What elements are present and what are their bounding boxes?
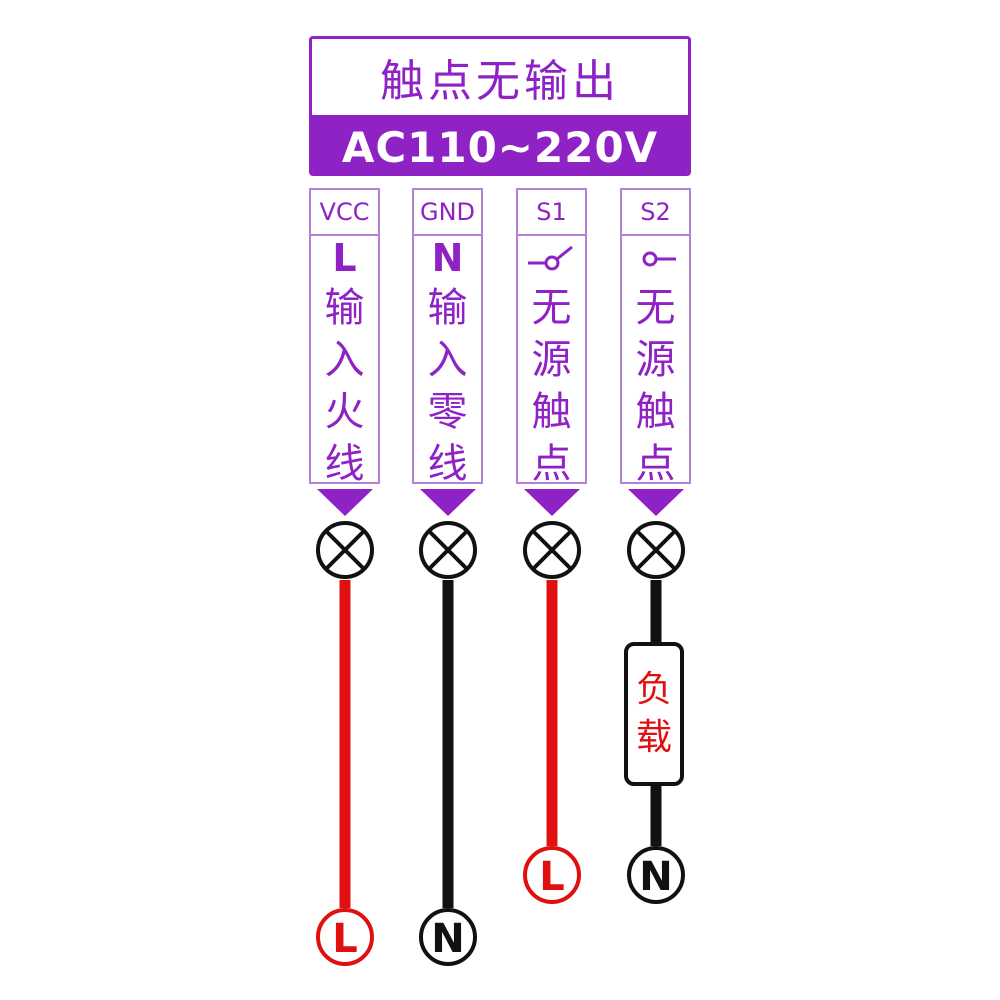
- desc-char: 源: [635, 337, 676, 383]
- desc-char: 入: [324, 337, 365, 383]
- load-box: 负 载: [624, 642, 684, 786]
- terminal-code: VCC: [311, 190, 378, 236]
- desc-char: 零: [427, 389, 468, 435]
- terminal-description: 输 入 火 线: [311, 280, 378, 490]
- header-title: 触点无输出: [312, 39, 688, 115]
- desc-char: 输: [324, 285, 365, 331]
- terminal-description: 无 源 触 点: [622, 280, 689, 490]
- end-label-ring: [523, 846, 581, 904]
- end-label-s1: L: [539, 854, 565, 900]
- desc-char: 无: [635, 285, 676, 331]
- switch-closed-icon: [518, 236, 585, 280]
- switch-open-icon: [622, 236, 689, 280]
- terminal-tag-gnd: GND N 输 入 零 线: [412, 188, 483, 487]
- terminal-code: GND: [414, 190, 481, 236]
- header-voltage: AC110~220V: [312, 115, 688, 173]
- terminal-letter: N: [431, 236, 464, 280]
- pointer-triangle: [628, 489, 684, 516]
- terminal-letter: L: [332, 236, 357, 280]
- load-char: 负: [635, 669, 672, 710]
- end-label-s2: N: [639, 854, 672, 900]
- pointer-triangle: [420, 489, 476, 516]
- desc-char: 输: [427, 285, 468, 331]
- terminal-tag-s2: S2 无 源 触 点: [620, 188, 691, 487]
- desc-char: 线: [427, 441, 468, 487]
- terminal-code: S1: [518, 190, 585, 236]
- end-label-ring: [627, 846, 685, 904]
- end-label-gnd: N: [431, 916, 464, 962]
- screw-terminal-icon: [316, 521, 374, 579]
- pointer-triangle: [317, 489, 373, 516]
- pointer-triangle: [524, 489, 580, 516]
- desc-char: 无: [531, 285, 572, 331]
- desc-char: 线: [324, 441, 365, 487]
- desc-char: 触: [635, 389, 676, 435]
- terminal-description: 输 入 零 线: [414, 280, 481, 490]
- desc-char: 源: [531, 337, 572, 383]
- desc-char: 触: [531, 389, 572, 435]
- end-label-ring: [419, 908, 477, 966]
- terminal-description: 无 源 触 点: [518, 280, 585, 490]
- desc-char: 火: [324, 389, 365, 435]
- end-label-ring: [316, 908, 374, 966]
- end-label-vcc: L: [332, 916, 358, 962]
- desc-char: 点: [531, 441, 572, 487]
- load-char: 载: [635, 717, 672, 758]
- screw-terminal-icon: [627, 521, 685, 579]
- desc-char: 点: [635, 441, 676, 487]
- header-box: 触点无输出 AC110~220V: [309, 36, 691, 176]
- terminal-code: S2: [622, 190, 689, 236]
- desc-char: 入: [427, 337, 468, 383]
- screw-terminal-icon: [419, 521, 477, 579]
- terminal-tag-vcc: VCC L 输 入 火 线: [309, 188, 380, 487]
- terminal-tag-s1: S1 无 源 触 点: [516, 188, 587, 487]
- screw-terminal-icon: [523, 521, 581, 579]
